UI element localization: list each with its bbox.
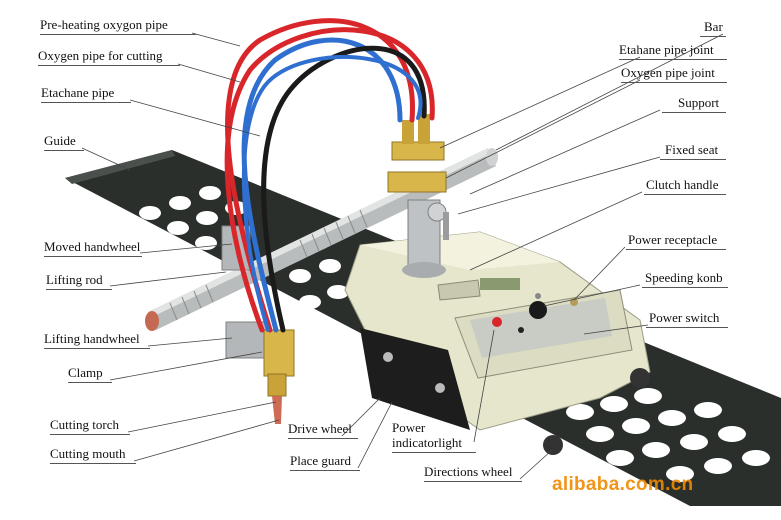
label-place-guard: Place guard	[290, 453, 352, 468]
label-power-switch: Power switch	[649, 310, 720, 325]
label-underline	[619, 59, 727, 60]
label-clutch-handle: Clutch handle	[646, 177, 719, 192]
label-underline	[660, 159, 726, 160]
label-underline	[40, 34, 196, 35]
label-clamp: Clamp	[68, 365, 103, 380]
label-underline	[44, 348, 150, 349]
label-preheating-oxygen-pipe: Pre-heating oxygon pipe	[40, 17, 168, 32]
leader-lines	[81, 32, 724, 480]
label-underline	[288, 438, 358, 439]
label-underline	[44, 150, 84, 151]
label-underline	[621, 82, 727, 83]
label-underline	[700, 36, 726, 37]
label-bar: Bar	[704, 19, 723, 34]
label-etahane-pipe-joint: Etahane pipe joint	[619, 42, 714, 57]
label-underline	[38, 65, 180, 66]
label-speeding-konb: Speeding konb	[645, 270, 723, 285]
label-underline	[626, 249, 726, 250]
label-underline	[392, 452, 476, 453]
label-underline	[46, 289, 112, 290]
label-underline	[642, 287, 728, 288]
label-underline	[41, 102, 131, 103]
label-power-indicator-line2: indicatorlight	[392, 435, 463, 450]
label-underline	[646, 327, 728, 328]
label-oxygen-pipe-joint: Oxygen pipe joint	[621, 65, 715, 80]
watermark: alibaba.com.cn	[552, 474, 694, 495]
label-power-indicator-line1: Power	[392, 420, 426, 435]
label-directions-wheel: Directions wheel	[424, 464, 513, 479]
label-underline	[50, 463, 136, 464]
label-etachane-pipe: Etachane pipe	[41, 85, 115, 100]
label-lifting-handwheel: Lifting handwheel	[44, 331, 140, 346]
label-cutting-torch: Cutting torch	[50, 417, 119, 432]
label-oxygen-pipe-cutting: Oxygen pipe for cutting	[38, 48, 163, 63]
label-underline	[644, 194, 726, 195]
label-fixed-seat: Fixed seat	[665, 142, 719, 157]
label-underline	[424, 481, 522, 482]
label-drive-wheel: Drive wheel	[288, 421, 352, 436]
label-power-receptacle: Power receptacle	[628, 232, 718, 247]
machine-body	[344, 231, 651, 455]
label-lifting-rod: Lifting rod	[46, 272, 103, 287]
label-underline	[68, 382, 112, 383]
hoses	[224, 18, 435, 333]
label-moved-handwheel: Moved handwheel	[44, 239, 141, 254]
label-guide: Guide	[44, 133, 76, 148]
label-underline	[662, 112, 726, 113]
support-column	[402, 199, 449, 278]
pipe-joints	[387, 114, 447, 193]
label-support: Support	[678, 95, 720, 110]
label-underline	[290, 470, 360, 471]
label-underline	[50, 434, 130, 435]
label-underline	[44, 256, 142, 257]
label-cutting-mouth: Cutting mouth	[50, 446, 126, 461]
